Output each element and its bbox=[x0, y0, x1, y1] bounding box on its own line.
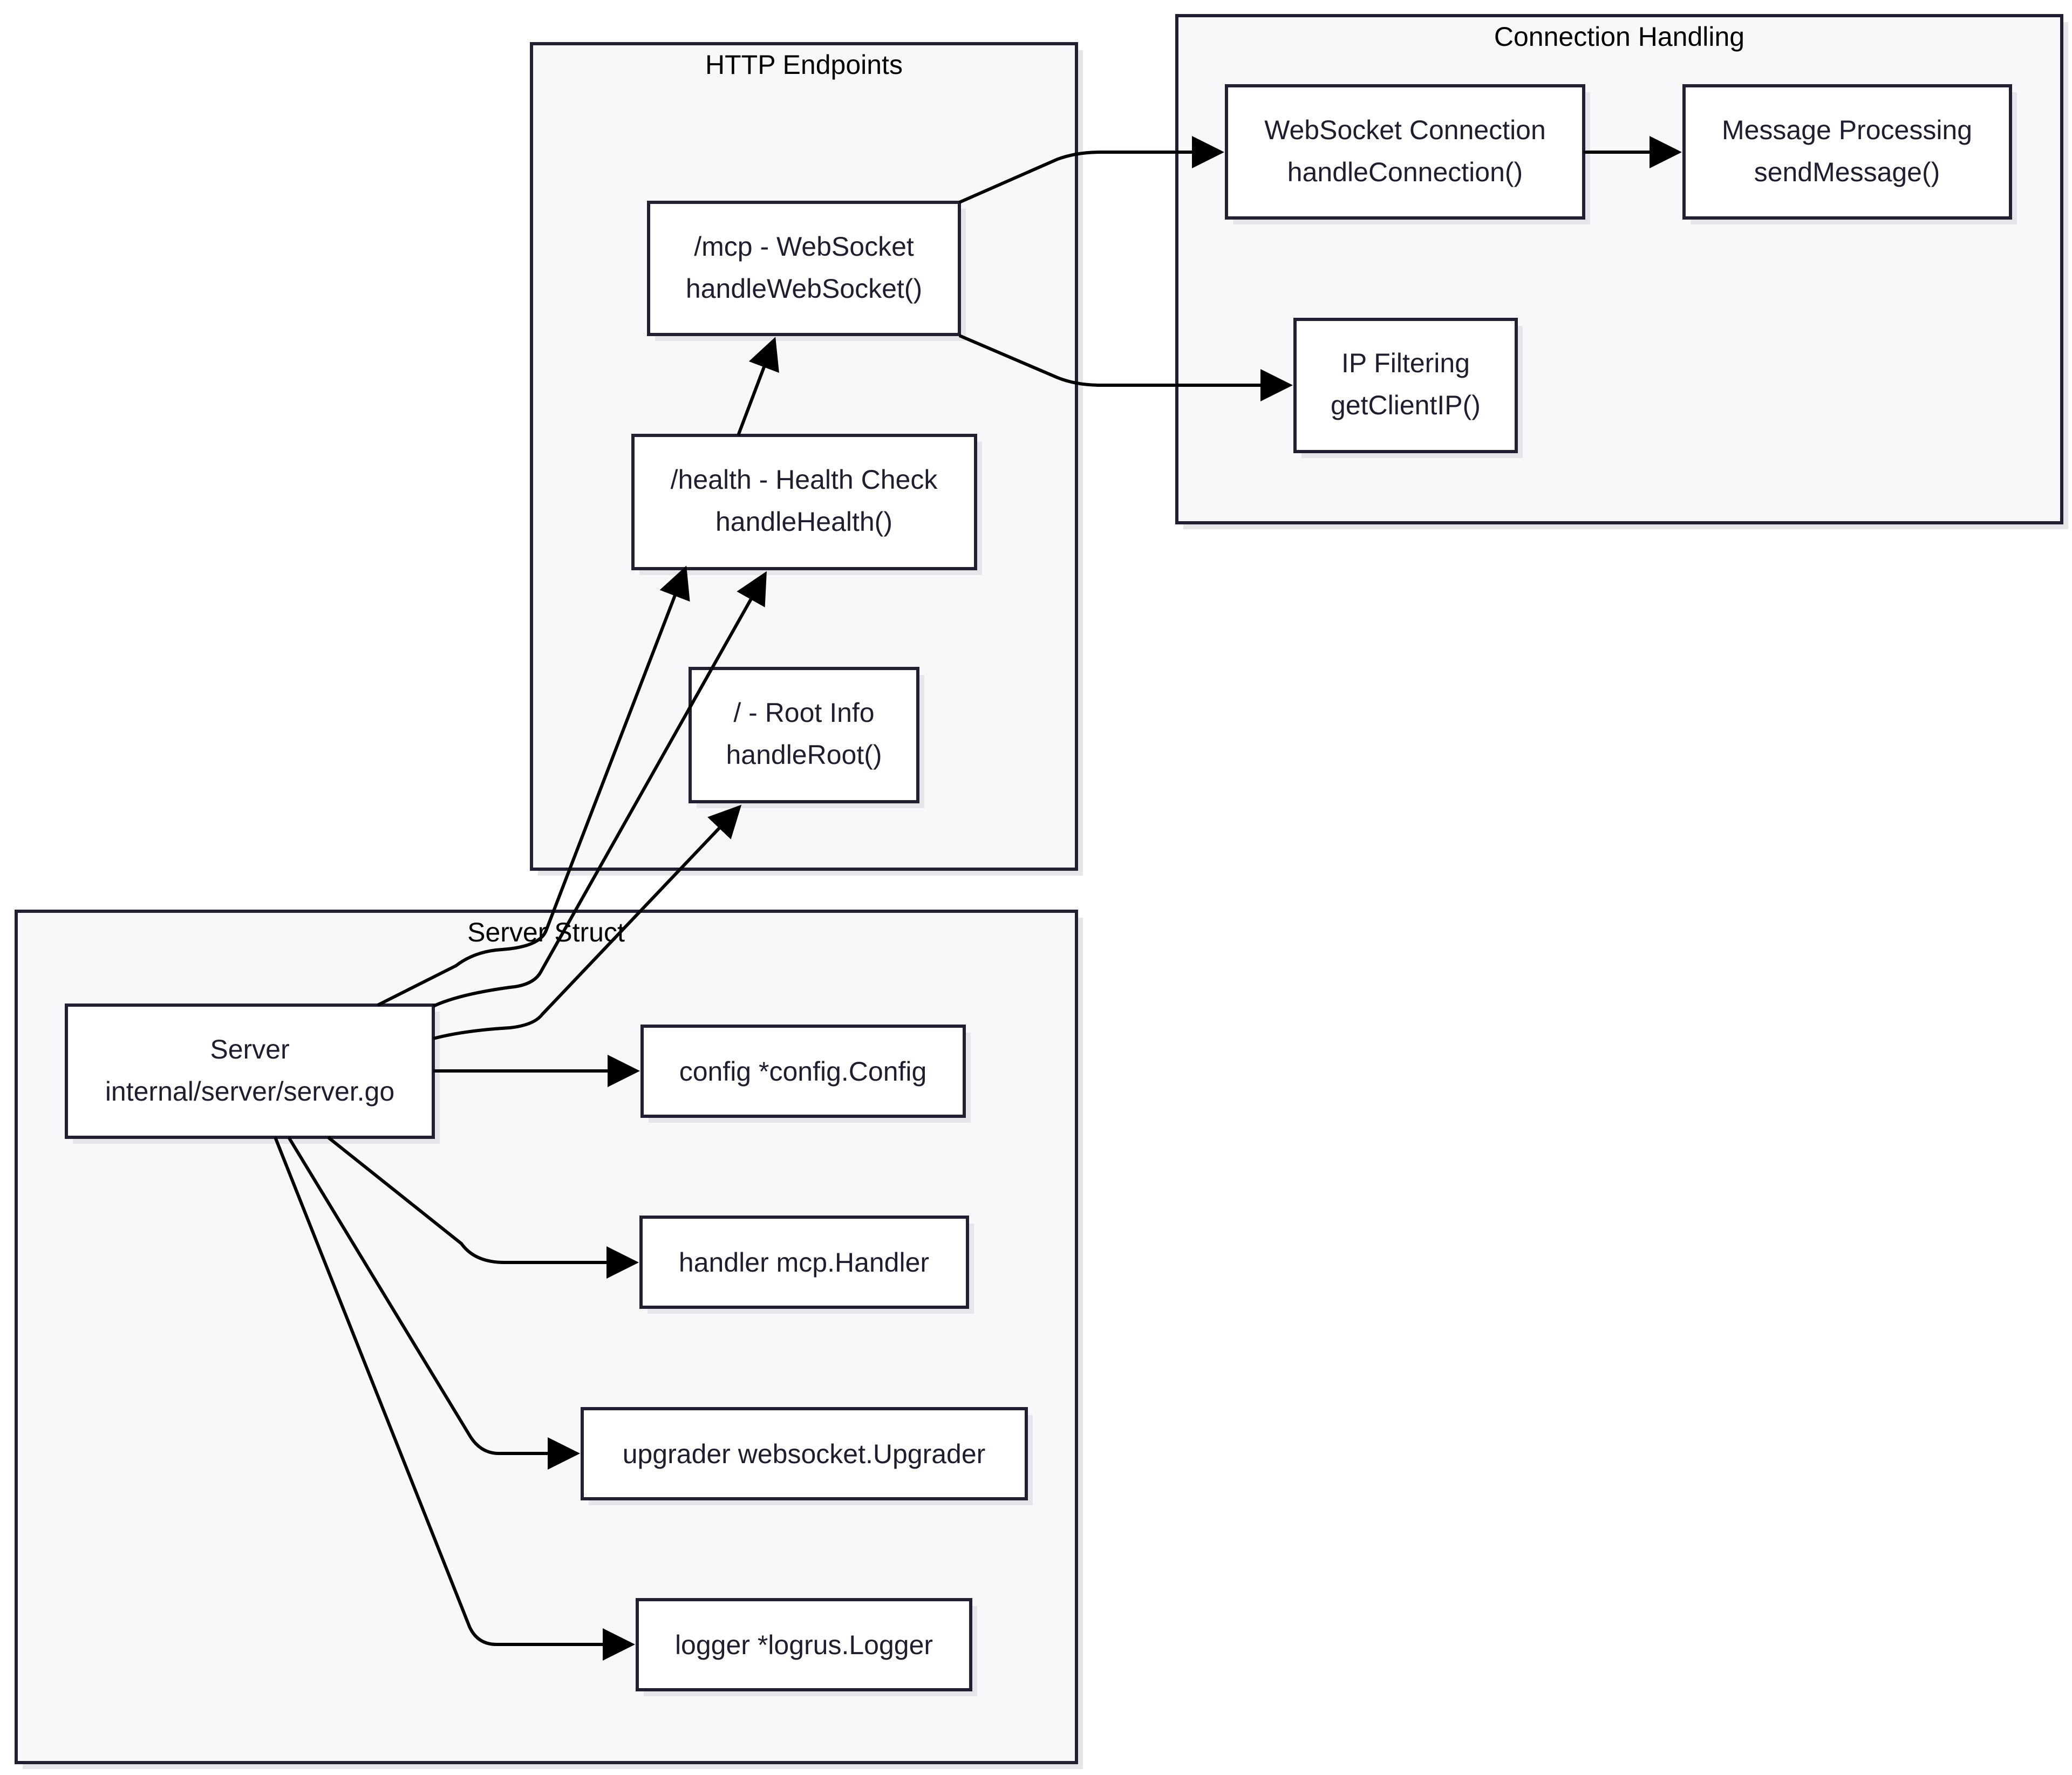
node-logger: logger *logrus.Logger bbox=[636, 1598, 977, 1696]
edges bbox=[274, 136, 1682, 1661]
node-upgrader-label: upgrader websocket.Upgrader bbox=[623, 1439, 986, 1469]
cluster-title-http-endpoints: HTTP Endpoints bbox=[705, 50, 903, 80]
node-mcp-websocket: /mcp - WebSocket handleWebSocket() bbox=[647, 201, 966, 341]
edge-mcp-to-wsconn bbox=[958, 136, 1224, 204]
cluster-title-connection-handling: Connection Handling bbox=[1494, 22, 1744, 52]
node-upgrader: upgrader websocket.Upgrader bbox=[581, 1407, 1033, 1505]
edge-mcp-to-ip bbox=[958, 334, 1293, 401]
node-config-label: config *config.Config bbox=[679, 1056, 927, 1087]
node-websocket-connection: WebSocket Connection handleConnection() bbox=[1225, 84, 1590, 224]
node-wsconn-line1: WebSocket Connection bbox=[1264, 115, 1546, 145]
edge-server-to-mcp bbox=[377, 565, 690, 1007]
edge-health-to-mcp bbox=[737, 337, 779, 436]
node-message-processing: Message Processing sendMessage() bbox=[1682, 84, 2017, 224]
node-ip-line1: IP Filtering bbox=[1341, 348, 1470, 378]
edge-server-to-root bbox=[433, 804, 742, 1040]
node-server: Server internal/server/server.go bbox=[65, 1003, 440, 1144]
node-health-check: /health - Health Check handleHealth() bbox=[631, 434, 982, 575]
edge-server-to-logger bbox=[274, 1136, 635, 1661]
node-msg-line1: Message Processing bbox=[1722, 115, 1972, 145]
edge-server-to-health bbox=[432, 571, 767, 1008]
node-mcp-line2: handleWebSocket() bbox=[686, 274, 922, 304]
node-ip-line2: getClientIP() bbox=[1331, 390, 1481, 420]
node-server-line1: Server bbox=[210, 1034, 289, 1064]
node-health-line1: /health - Health Check bbox=[671, 465, 938, 495]
node-mcp-line1: /mcp - WebSocket bbox=[694, 231, 914, 262]
node-root-line2: handleRoot() bbox=[726, 740, 882, 770]
edge-server-to-handler bbox=[327, 1136, 639, 1279]
node-config: config *config.Config bbox=[640, 1025, 971, 1123]
edge-server-to-upgrader bbox=[287, 1136, 580, 1470]
node-handler: handler mcp.Handler bbox=[639, 1216, 974, 1314]
node-wsconn-line2: handleConnection() bbox=[1287, 157, 1523, 187]
node-msg-line2: sendMessage() bbox=[1754, 157, 1940, 187]
node-handler-label: handler mcp.Handler bbox=[679, 1247, 929, 1278]
node-logger-label: logger *logrus.Logger bbox=[675, 1630, 933, 1660]
node-root-info: / - Root Info handleRoot() bbox=[689, 667, 924, 808]
node-health-line2: handleHealth() bbox=[715, 507, 892, 537]
node-ip-filtering: IP Filtering getClientIP() bbox=[1293, 318, 1523, 458]
node-server-line2: internal/server/server.go bbox=[105, 1076, 394, 1107]
node-root-line1: / - Root Info bbox=[733, 698, 874, 728]
